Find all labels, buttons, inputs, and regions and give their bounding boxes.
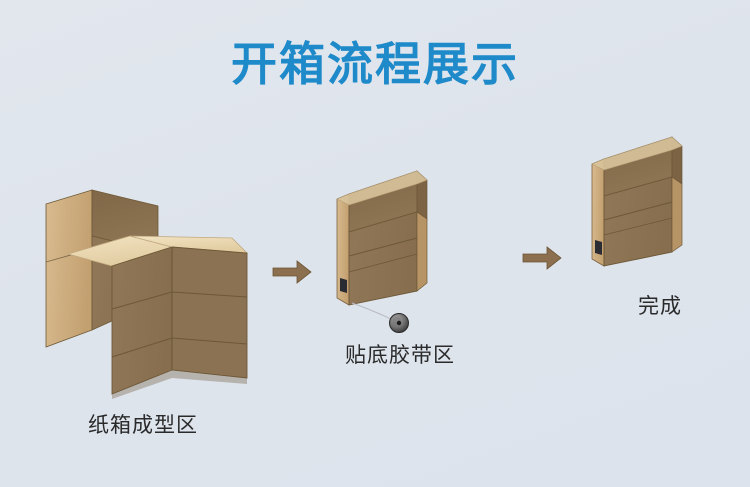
step-2-open-carton	[336, 170, 428, 333]
flow-arrow-2	[522, 246, 562, 270]
caption-bottom-taping-area: 贴底胶带区	[345, 343, 455, 367]
caption-carton-forming-area: 纸箱成型区	[88, 413, 198, 437]
front-carton-stack-right	[129, 235, 249, 379]
flow-arrow-1	[272, 260, 312, 284]
front-carton-stack-left	[66, 235, 174, 395]
caption-finished-area: 完成	[638, 294, 682, 318]
step-1-carton-forming-area	[45, 189, 249, 399]
tape-roll-icon	[389, 313, 409, 333]
page-title: 开箱流程展示	[231, 37, 519, 91]
step-3-finished-carton	[591, 136, 683, 267]
